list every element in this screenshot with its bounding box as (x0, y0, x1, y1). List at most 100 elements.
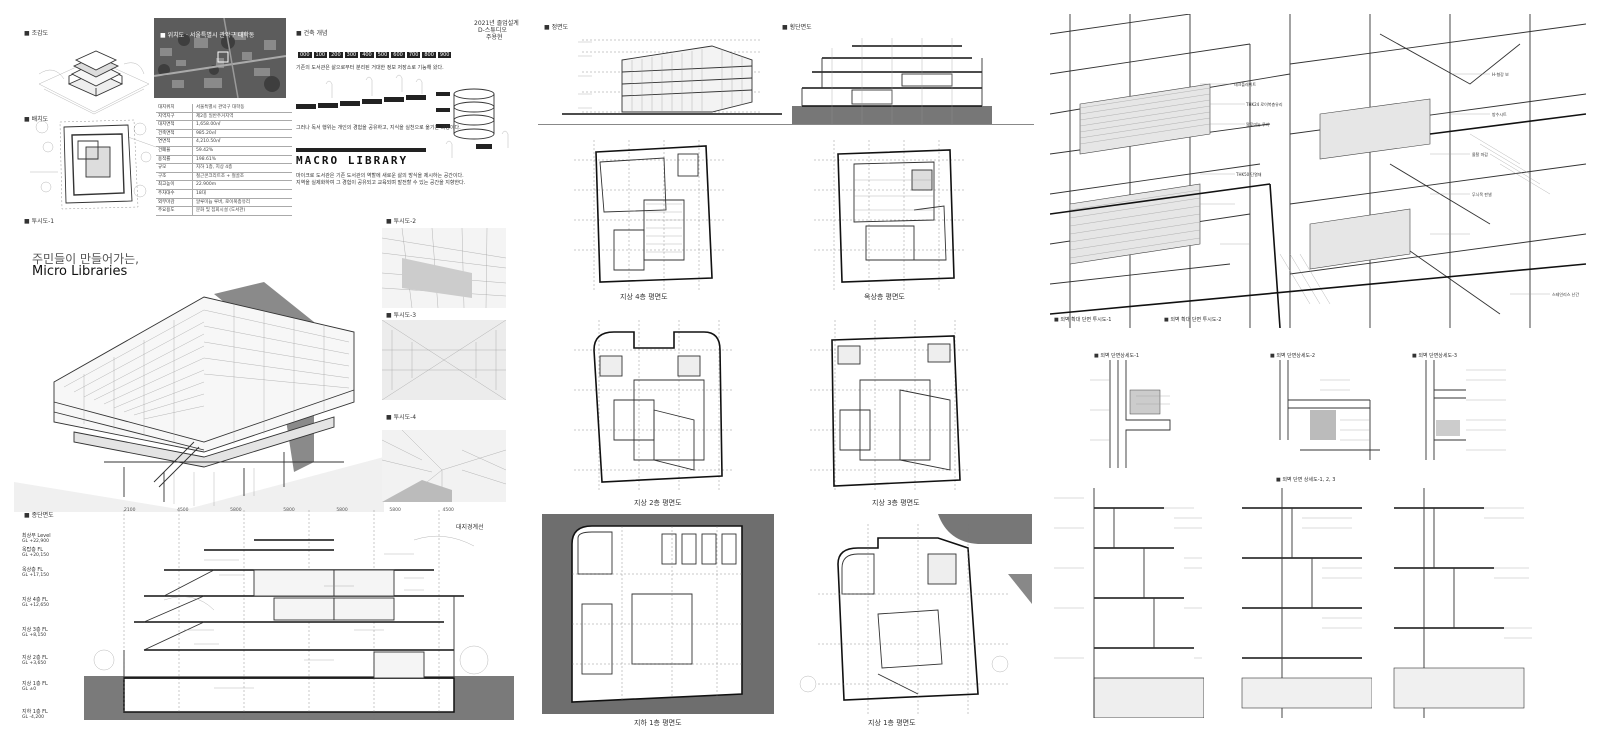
info-value: 22.900m (196, 182, 217, 188)
level-name: 지하 1층 FL (22, 709, 48, 715)
level-name: 옥탑층 FL (22, 547, 44, 553)
plan-roof (814, 140, 964, 290)
dim-7: 4500 (442, 508, 454, 513)
info-key: 대지위치 (156, 104, 193, 112)
caption-1f: 지상 1층 평면도 (868, 719, 916, 727)
info-key: 연면적 (156, 138, 193, 146)
section-dims: 2100 4500 5800 5800 5800 5800 4500 (124, 508, 454, 513)
info-key: 외부마감 (156, 198, 193, 207)
info-value: 18대 (196, 190, 206, 196)
info-value: 지하 1층, 지상 4층 (196, 165, 233, 171)
main-perspective (14, 282, 384, 512)
concept-diagram (296, 74, 509, 158)
dim-5: 5800 (336, 508, 348, 513)
concept-label: ■ 건축 개념 (296, 30, 328, 37)
perspective1-label: ■ 투시도-1 (24, 218, 55, 225)
plan-4f (574, 140, 724, 290)
wall-detail-2 (1279, 360, 1380, 460)
site-plan-label: ■ 배치도 (24, 116, 49, 123)
perspective2-label: ■ 투시도-2 (386, 218, 417, 225)
info-key: 주차대수 (156, 189, 193, 198)
dim-3: 5800 (230, 508, 242, 513)
level-value: GL +17,150 (22, 573, 49, 578)
caption-3f: 지상 3층 평면도 (872, 499, 920, 507)
level-value: GL +12,650 (22, 603, 49, 608)
concept-text-4: 지역을 실제화하여 그 경험이 공유되고 교육되며 발전할 수 있는 공간을 지… (296, 180, 466, 186)
wall1-label: ■ 외벽 단면상세도-1 (1094, 353, 1140, 359)
aerial-label: ■ 위치도 · 서울특별시 관악구 대학동 (160, 32, 255, 39)
macro-bar (296, 148, 426, 152)
callout-4: THK50 단열재 (1236, 172, 1262, 177)
tick-900: 900 (437, 52, 452, 58)
caption-2f: 지상 2층 평면도 (634, 499, 682, 507)
sheet-1: ■ 조감도 ■ 배치도 ■ 위치도 · (14, 14, 520, 722)
side-section-label: ■ 횡단면도 (782, 24, 812, 31)
info-value: 985.20㎡ (196, 130, 217, 136)
plan-1f (799, 514, 1032, 714)
level-name: 지상 1층 FL (22, 681, 48, 687)
perspective-3 (382, 320, 506, 400)
info-value: 제2종 일반주거지역 (196, 113, 234, 119)
level-value: GL +3,650 (22, 661, 47, 666)
dim-1: 2100 (124, 508, 136, 513)
level-name: 지상 3층 FL (22, 627, 48, 633)
info-key: 용적률 (156, 155, 193, 164)
bird-eye-drawing (38, 50, 150, 115)
combined-label: ■ 외벽 단면 상세도-1, 2, 3 (1276, 477, 1336, 483)
concept-timeline-top: 000 100 200 300 400 500 600 700 800 900 (298, 52, 452, 58)
perspective3-label: ■ 투시도-3 (386, 312, 417, 319)
dim-4: 5800 (283, 508, 295, 513)
callout-9: 스테인리스 난간 (1552, 292, 1580, 297)
info-value: 알루미늄 루버, 로이복층유리 (196, 199, 250, 205)
site-plan-drawing (30, 119, 157, 210)
info-value: 문화 및 집회시설 (도서관) (196, 208, 246, 214)
level-value: GL -4,200 (22, 715, 44, 720)
info-key: 주요용도 (156, 207, 193, 215)
tick-400: 400 (360, 52, 374, 58)
concept-text-1: 기존의 도서관은 삶으로부터 분리된 거대한 정보 저장소로 기능해 왔다. (296, 65, 444, 71)
front-elevation (562, 39, 782, 115)
header-info-2: D-스튜디오 (478, 27, 507, 34)
elevation-label: ■ 정면도 (544, 24, 569, 31)
callout-2: THK24 로이복층유리 (1246, 102, 1283, 107)
wall3-label: ■ 외벽 단면상세도-3 (1412, 353, 1458, 359)
info-value: 59.42% (196, 147, 214, 153)
callout-7: 몰탈 마감 (1472, 152, 1488, 157)
long-section-drawing (84, 510, 514, 720)
caption-4f: 지상 4층 평면도 (620, 293, 668, 301)
info-key: 최고높이 (156, 181, 193, 189)
plan-b1 (542, 514, 774, 714)
level-name: 옥상층 FL (22, 567, 44, 573)
combined-section-3 (1393, 488, 1532, 718)
tick-100: 100 (313, 52, 328, 58)
callout-3: 알루미늄 루버 (1246, 122, 1270, 127)
detail-section2-label: ■ 외벽 확대 단면 투시도-2 (1164, 317, 1222, 323)
tick-700: 700 (406, 52, 421, 58)
level-name: 지상 2층 FL (22, 655, 48, 661)
level-name: 지상 4층 FL (22, 597, 48, 603)
divider (538, 124, 1034, 125)
section-label: ■ 종단면도 (24, 512, 54, 519)
info-key: 규모 (156, 164, 193, 172)
callout-8: 무늬목 판넬 (1472, 192, 1492, 197)
header-info-3: 주용현 (486, 34, 503, 41)
perspective-2 (382, 228, 506, 308)
combined-section-1 (1054, 488, 1204, 718)
info-key: 지역지구 (156, 112, 193, 121)
level-value: GL +22,900 (22, 539, 49, 544)
level-name: 최상부 Level (22, 533, 51, 539)
concept-text-3: 마이크로 도서관은 기존 도서관의 역할에 새로운 삶의 방식을 제시하는 공간… (296, 173, 464, 179)
axonometric-detail (1050, 14, 1586, 328)
level-value: GL +8,150 (22, 633, 47, 638)
info-value: 1,658.00㎡ (196, 122, 221, 128)
info-value: 서울특별시 관악구 대학동 (196, 105, 245, 110)
